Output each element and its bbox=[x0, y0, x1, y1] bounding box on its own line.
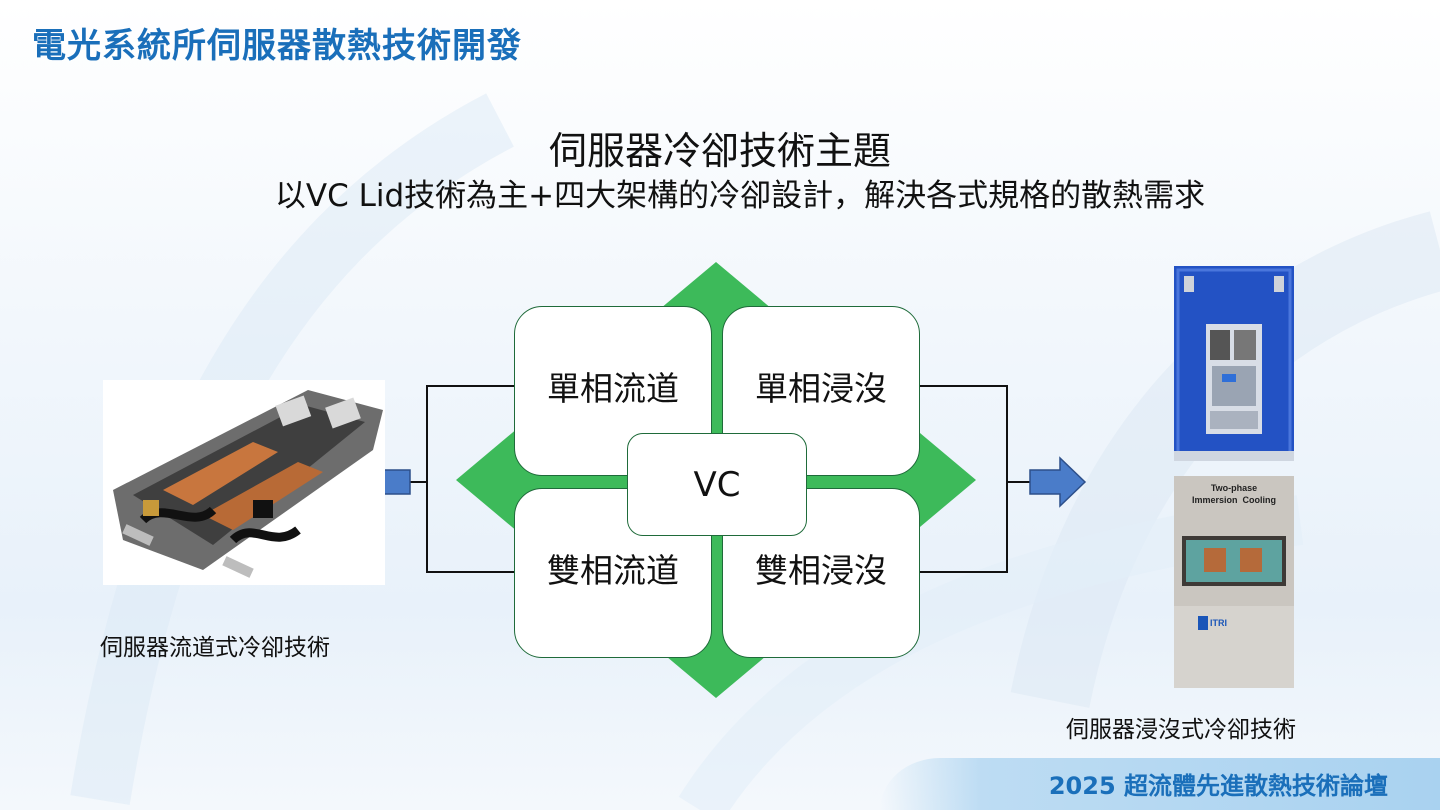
main-title: 伺服器冷卻技術主題 bbox=[548, 129, 891, 173]
panel-text-line1: Two-phase bbox=[1210, 483, 1258, 493]
footer-text: 2025 超流體先進散熱技術論壇 bbox=[1048, 772, 1388, 800]
subtitle: 以VC Lid技術為主+四大架構的冷卻設計，解決各式規格的散熱需求 bbox=[274, 178, 1206, 214]
footer-band bbox=[880, 758, 1440, 810]
immersion-tank-photo bbox=[1174, 266, 1294, 461]
box-label: 雙相浸沒 bbox=[755, 551, 887, 590]
right-arrow bbox=[1029, 456, 1087, 508]
server-channel-photo bbox=[103, 380, 385, 585]
two-phase-immersion-photo: Two-phase Immersion Cooling ITRI bbox=[1174, 476, 1294, 688]
box-label: 雙相流道 bbox=[547, 551, 679, 590]
itri-logo: ITRI bbox=[1210, 618, 1227, 628]
box-vc: VC bbox=[627, 433, 807, 536]
vc-label: VC bbox=[693, 464, 741, 505]
left-connector bbox=[426, 385, 516, 573]
panel-text-line2: Immersion Cooling bbox=[1191, 495, 1276, 505]
box-label: 單相浸沒 bbox=[755, 369, 887, 408]
box-label: 單相流道 bbox=[547, 369, 679, 408]
box-single-phase-channel: 單相流道 bbox=[514, 306, 712, 476]
right-connector bbox=[918, 385, 1008, 573]
right-caption: 伺服器浸沒式冷卻技術 bbox=[1066, 717, 1296, 743]
left-caption: 伺服器流道式冷卻技術 bbox=[100, 635, 330, 661]
header-title: 電光系統所伺服器散熱技術開發 bbox=[32, 26, 522, 66]
